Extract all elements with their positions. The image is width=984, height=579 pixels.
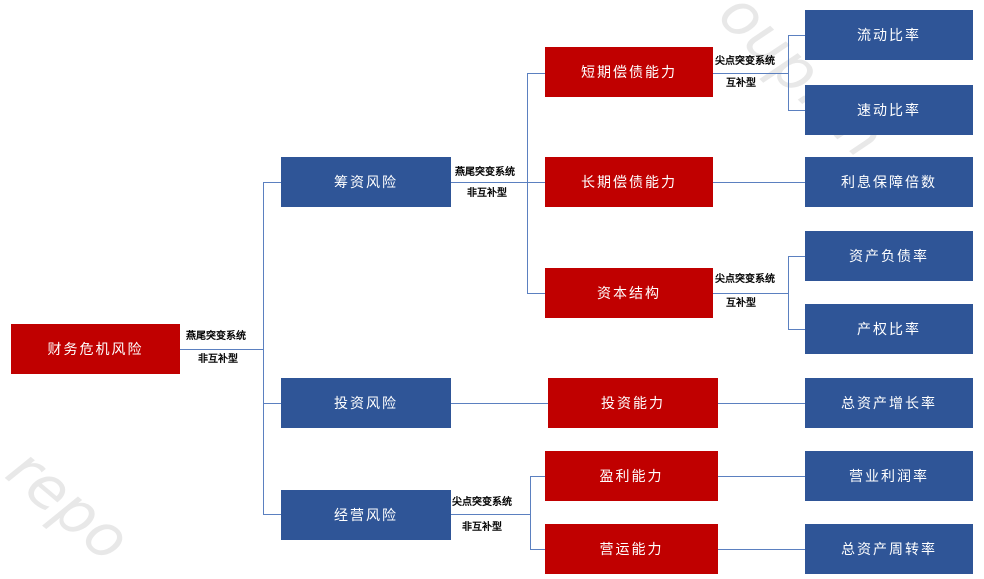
- connector: [713, 73, 789, 74]
- connector: [713, 293, 789, 294]
- connector: [180, 349, 264, 350]
- operating-system-label: 尖点突变系统: [452, 497, 512, 508]
- connector: [713, 182, 805, 183]
- connector: [451, 403, 548, 404]
- connector: [527, 293, 545, 294]
- connector: [788, 35, 805, 36]
- connector: [718, 403, 805, 404]
- connector: [263, 403, 281, 404]
- connector: [788, 35, 789, 110]
- financing-type-label: 非互补型: [467, 188, 507, 199]
- capital-structure-system-label: 尖点突变系统: [715, 274, 775, 285]
- connector: [718, 476, 805, 477]
- connector: [788, 256, 805, 257]
- quick-ratio-node: 速动比率: [805, 85, 973, 135]
- operating-ability-node: 营运能力: [545, 524, 718, 574]
- connector: [530, 476, 545, 477]
- connector: [263, 182, 264, 515]
- watermark-bottom-left: repo: [0, 434, 143, 576]
- connector: [530, 476, 531, 550]
- short-term-system-label: 尖点突变系统: [715, 56, 775, 67]
- investment-ability-node: 投资能力: [548, 378, 718, 428]
- capital-structure-type-label: 互补型: [726, 298, 756, 309]
- connector: [530, 549, 545, 550]
- asset-turnover-node: 总资产周转率: [805, 524, 973, 574]
- asset-growth-node: 总资产增长率: [805, 378, 973, 428]
- short-term-type-label: 互补型: [726, 78, 756, 89]
- profit-margin-node: 营业利润率: [805, 451, 973, 501]
- debt-ratio-node: 资产负债率: [805, 231, 973, 281]
- root-node: 财务危机风险: [11, 324, 180, 374]
- connector: [451, 514, 531, 515]
- connector: [527, 73, 528, 294]
- operating-risk-node: 经营风险: [281, 490, 451, 540]
- connector: [263, 514, 281, 515]
- connector: [788, 256, 789, 330]
- root-system-label: 燕尾突变系统: [186, 331, 246, 342]
- interest-coverage-node: 利息保障倍数: [805, 157, 973, 207]
- long-term-solvency-node: 长期偿债能力: [545, 157, 713, 207]
- connector: [451, 182, 528, 183]
- connector: [788, 110, 805, 111]
- connector: [718, 549, 805, 550]
- short-term-solvency-node: 短期偿债能力: [545, 47, 713, 97]
- financing-risk-node: 筹资风险: [281, 157, 451, 207]
- current-ratio-node: 流动比率: [805, 10, 973, 60]
- connector: [527, 73, 545, 74]
- connector: [788, 329, 805, 330]
- root-type-label: 非互补型: [198, 354, 238, 365]
- profitability-node: 盈利能力: [545, 451, 718, 501]
- investment-risk-node: 投资风险: [281, 378, 451, 428]
- capital-structure-node: 资本结构: [545, 268, 713, 318]
- connector: [527, 182, 545, 183]
- equity-ratio-node: 产权比率: [805, 304, 973, 354]
- financing-system-label: 燕尾突变系统: [455, 167, 515, 178]
- operating-type-label: 非互补型: [462, 522, 502, 533]
- connector: [263, 182, 281, 183]
